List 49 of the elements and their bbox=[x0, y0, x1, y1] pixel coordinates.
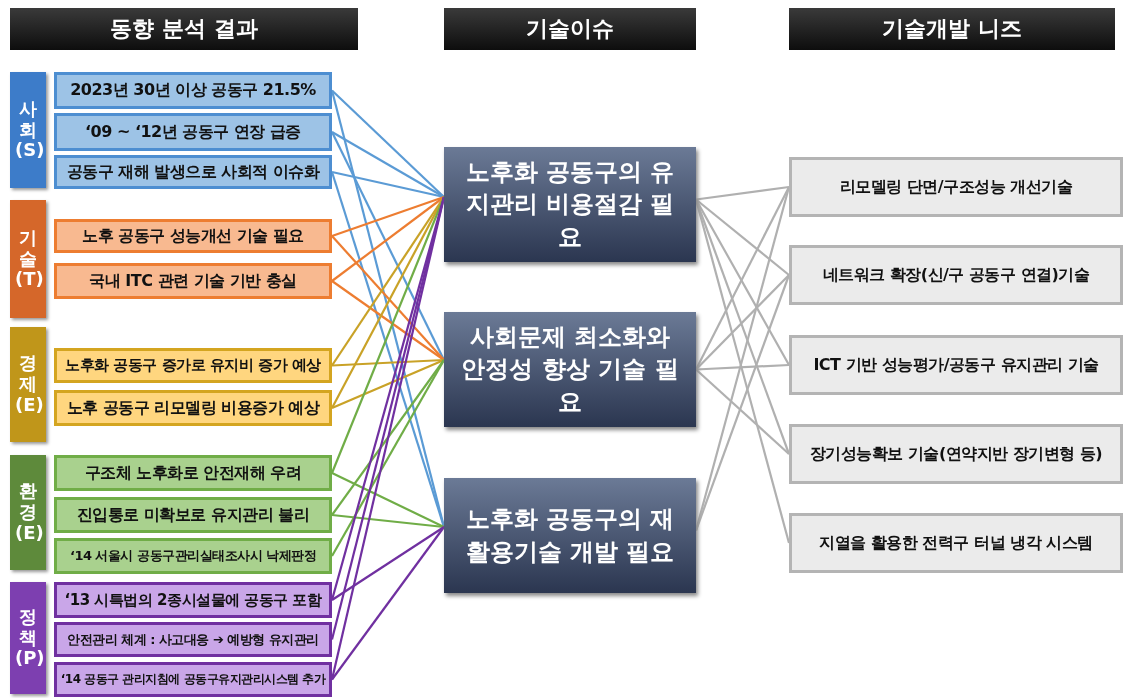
connector-line bbox=[331, 196, 445, 282]
category-label: 정책 (P) bbox=[10, 582, 46, 694]
issue-box: 노후화 공동구의 재활용기술 개발 필요 bbox=[444, 478, 696, 593]
trend-box: 2023년 30년 이상 공동구 21.5% bbox=[54, 72, 332, 109]
trend-box: ‘09 ~ ‘12년 공동구 연장 급증 bbox=[54, 113, 332, 151]
category-label: 기술 (T) bbox=[10, 200, 46, 318]
connector-line bbox=[331, 195, 445, 238]
connector-line bbox=[331, 131, 445, 198]
issue-box: 사회문제 최소화와 안정성 향상 기술 필요 bbox=[444, 312, 696, 427]
trend-box: 노후 공동구 성능개선 기술 필요 bbox=[54, 219, 332, 253]
connector-line bbox=[331, 89, 445, 198]
connector-line bbox=[330, 171, 446, 528]
trend-box: 노후 공동구 리모델링 비용증가 예상 bbox=[54, 390, 332, 426]
need-box: 네트워크 확장(신/구 공동구 연결)기술 bbox=[789, 245, 1123, 305]
connector-line bbox=[695, 198, 790, 276]
connector-line bbox=[695, 368, 790, 455]
connector-line bbox=[331, 170, 445, 199]
trend-box: 공동구 재해 발생으로 사회적 이슈화 bbox=[54, 155, 332, 189]
category-label: 경제 (E) bbox=[10, 327, 46, 442]
trend-box: 노후화 공동구 증가로 유지비 증가 예상 bbox=[54, 348, 332, 383]
need-box: 장기성능확보 기술(연약지반 장기변형 등) bbox=[789, 424, 1123, 484]
connector-line bbox=[331, 526, 445, 601]
connector-line bbox=[331, 358, 445, 367]
connector-line bbox=[331, 513, 445, 529]
trend-box: ‘14 공동구 관리지침에 공동구유지관리시스템 추가 bbox=[54, 662, 332, 697]
connector-line bbox=[331, 359, 445, 409]
issue-box: 노후화 공동구의 유지관리 비용절감 필요 bbox=[444, 147, 696, 262]
trend-box: 국내 ITC 관련 기술 기반 충실 bbox=[54, 263, 332, 299]
need-box: 리모델링 단면/구조성능 개선기술 bbox=[789, 157, 1123, 217]
connector-line bbox=[331, 235, 445, 361]
connector-line bbox=[331, 526, 445, 681]
connector-line bbox=[695, 185, 790, 201]
need-box: 지열을 활용한 전력구 터널 냉각 시스템 bbox=[789, 513, 1123, 573]
trend-box: 구조체 노후화로 안전재해 우려 bbox=[54, 455, 332, 491]
category-label: 사회 (S) bbox=[10, 72, 46, 188]
connector-line bbox=[331, 472, 445, 528]
column-header: 기술개발 니즈 bbox=[789, 8, 1115, 50]
connector-line bbox=[695, 363, 790, 371]
connector-line bbox=[331, 280, 445, 361]
need-box: ICT 기반 성능평가/공동구 유지관리 기술 bbox=[789, 335, 1123, 395]
column-header: 동향 분석 결과 bbox=[10, 8, 358, 50]
trend-box: ‘13 시특법의 2종시설물에 공동구 포함 bbox=[54, 582, 332, 618]
trend-box: 진입통로 미확보로 유지관리 불리 bbox=[54, 497, 332, 533]
trend-box: ‘14 서울시 공동구관리실태조사시 낙제판정 bbox=[54, 538, 332, 574]
category-label: 환경 (E) bbox=[10, 455, 46, 570]
connector-line bbox=[331, 359, 445, 557]
connector-line bbox=[695, 274, 790, 371]
column-header: 기술이슈 bbox=[444, 8, 696, 50]
trend-box: 안전관리 체계 : 사고대응 ➔ 예방형 유지관리 bbox=[54, 622, 332, 657]
